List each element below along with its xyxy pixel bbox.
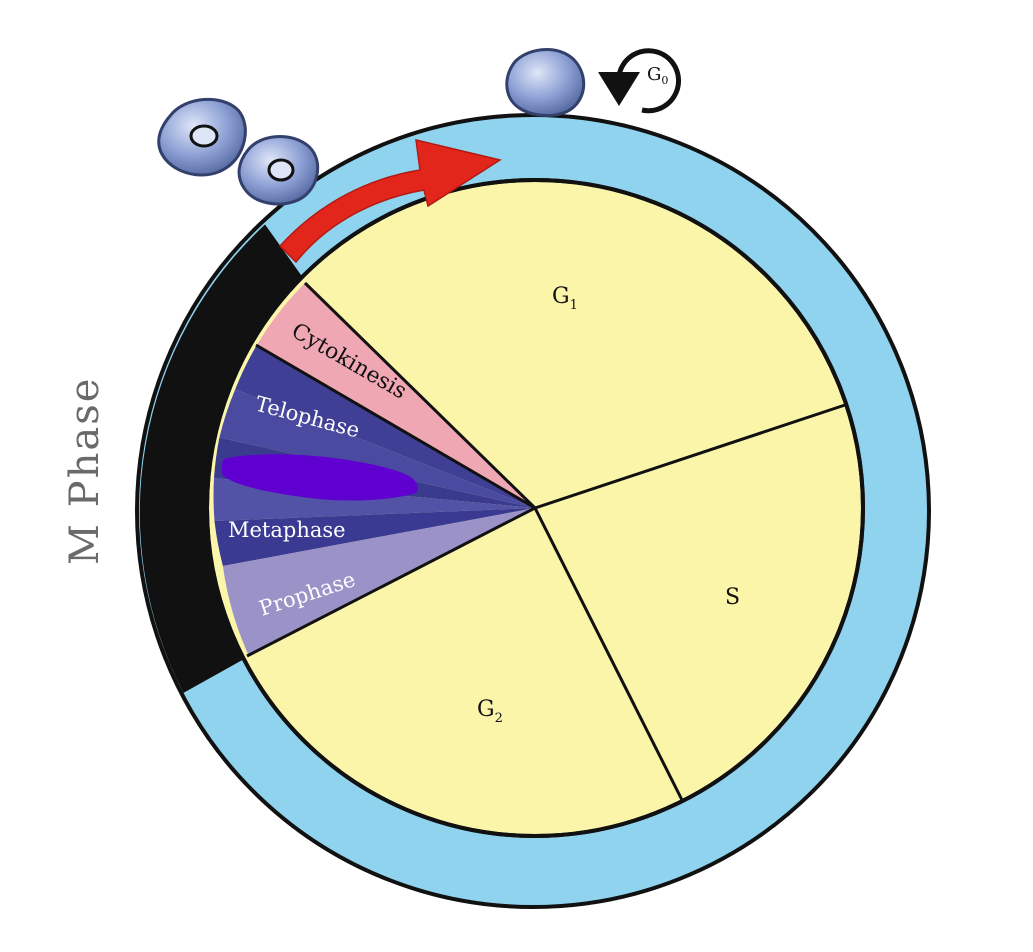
divider-prophase-g2 bbox=[246, 506, 536, 658]
m-phase-side-label: M Phase bbox=[62, 377, 108, 565]
wedge-telophase bbox=[235, 345, 535, 508]
g1-label: G1 bbox=[552, 284, 578, 313]
divider-g1-s bbox=[534, 403, 846, 510]
purple-scribble-mark bbox=[222, 454, 418, 501]
metaphase-label: Metaphase bbox=[228, 518, 346, 542]
g2-label: G2 bbox=[477, 697, 503, 726]
g0-label: G0 bbox=[647, 64, 668, 87]
s-label: S bbox=[725, 585, 740, 610]
divider-s-g2 bbox=[533, 507, 685, 803]
g0-down-arrow-icon bbox=[598, 72, 640, 106]
divider-cytokinesis-telophase bbox=[255, 343, 536, 510]
wedge-prophase bbox=[222, 508, 535, 654]
red-progression-arrow bbox=[278, 139, 502, 264]
wedge-cytokinesis bbox=[256, 282, 535, 508]
wedge-telophase-inner bbox=[219, 389, 535, 508]
wedge-metaphase bbox=[214, 508, 535, 566]
cell-left bbox=[157, 97, 247, 177]
cell-right bbox=[505, 48, 586, 117]
g0-loop-arrow bbox=[616, 48, 682, 114]
divider-g1-cytokinesis bbox=[303, 281, 537, 510]
cell-middle bbox=[237, 135, 320, 206]
